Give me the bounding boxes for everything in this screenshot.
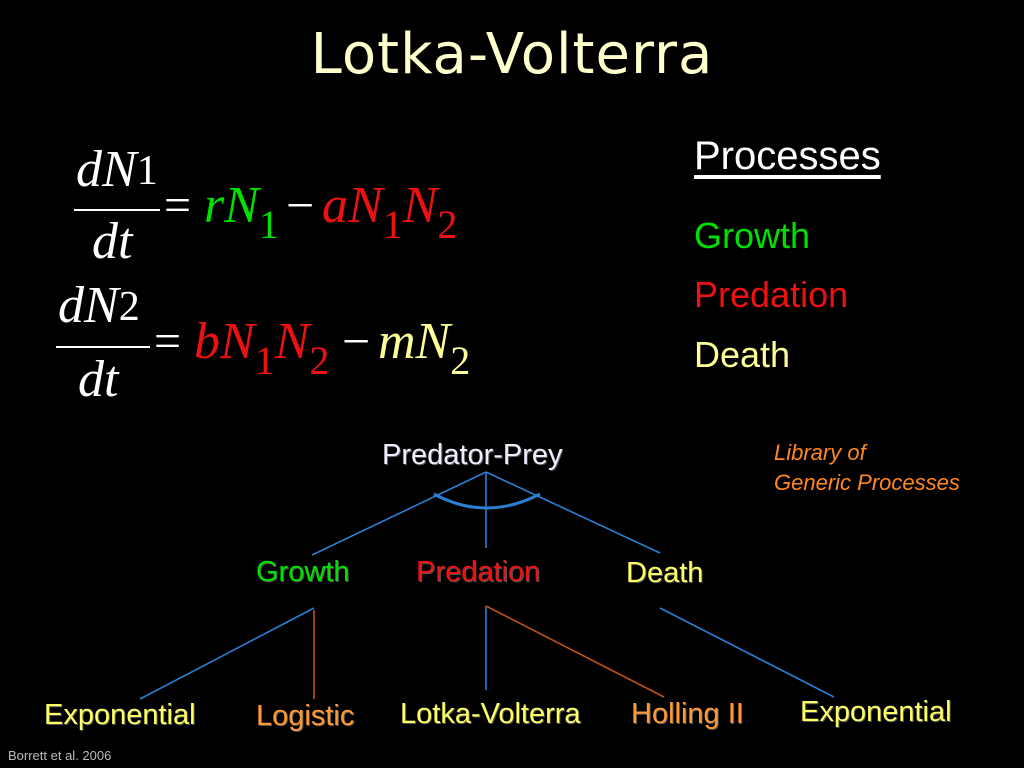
eq2-predation-sub2: 2	[309, 338, 330, 383]
tree-root-predator-prey: Predator-Prey	[382, 439, 563, 471]
eq2-death-coef: mN	[378, 313, 451, 370]
eq1-numerator-sub: 1	[136, 148, 158, 194]
link-death-exponential	[659, 607, 835, 698]
library-note: Library of Generic Processes	[774, 438, 960, 498]
tree-node-death: Death	[626, 557, 704, 589]
eq1-growth-sub: 1	[258, 202, 279, 247]
eq1-minus: −	[286, 177, 315, 233]
tree-node-predation: Predation	[416, 556, 541, 588]
eq2-numerator: dN2	[58, 276, 140, 335]
eq1-predation-var: N	[402, 177, 438, 234]
eq1-predation-sub1: 1	[382, 202, 403, 247]
eq1-equals: =	[164, 179, 192, 232]
eq2-numerator-sub: 2	[118, 284, 140, 330]
tree-leaf-exponential-growth: Exponential	[44, 699, 196, 731]
tree-leaf-exponential-death: Exponential	[800, 696, 952, 728]
eq2-death-sub: 2	[450, 338, 471, 383]
eq2-predation-var: N	[274, 313, 310, 370]
eq2-numerator-text: dN	[58, 277, 119, 334]
link-root-death	[485, 471, 661, 554]
eq1-growth-coef: rN	[204, 177, 259, 234]
eq2-equals: =	[154, 315, 182, 368]
eq1-growth-term: rN1	[204, 176, 279, 247]
citation: Borrett et al. 2006	[8, 748, 112, 763]
eq1-fraction-line	[74, 209, 160, 211]
eq1-numerator-text: dN	[76, 141, 137, 198]
tree-node-growth: Growth	[256, 556, 350, 588]
library-note-line2: Generic Processes	[774, 470, 960, 495]
processes-heading: Processes	[694, 134, 881, 178]
eq2-predation-term: bN1N2	[194, 312, 329, 383]
eq1-denominator: dt	[92, 213, 133, 270]
eq2-predation-sub1: 1	[254, 338, 275, 383]
tree-leaf-logistic: Logistic	[256, 700, 355, 732]
process-death: Death	[694, 334, 791, 375]
eq2-denominator: dt	[78, 351, 119, 408]
eq2-death-term: mN2	[378, 312, 470, 383]
eq1-predation-coef: aN	[322, 177, 383, 234]
link-root-arc	[433, 492, 541, 510]
eq1-predation-term: aN1N2	[322, 176, 457, 247]
eq2-predation-coef: bN	[194, 313, 255, 370]
process-predation: Predation	[694, 274, 849, 315]
tree-leaf-lotka-volterra: Lotka-Volterra	[400, 698, 581, 730]
link-root-growth	[311, 471, 487, 556]
eq1-predation-sub2: 2	[437, 202, 458, 247]
eq2-fraction-line	[56, 346, 150, 348]
link-predation-holling-ii	[485, 605, 665, 698]
process-growth: Growth	[694, 215, 811, 256]
slide-title: Lotka-Volterra	[310, 22, 714, 87]
library-note-line1: Library of	[774, 440, 866, 465]
tree-leaf-holling-ii: Holling II	[631, 698, 744, 730]
eq2-minus: −	[342, 313, 371, 369]
eq1-numerator: dN1	[76, 140, 158, 199]
link-growth-exponential	[139, 607, 315, 700]
